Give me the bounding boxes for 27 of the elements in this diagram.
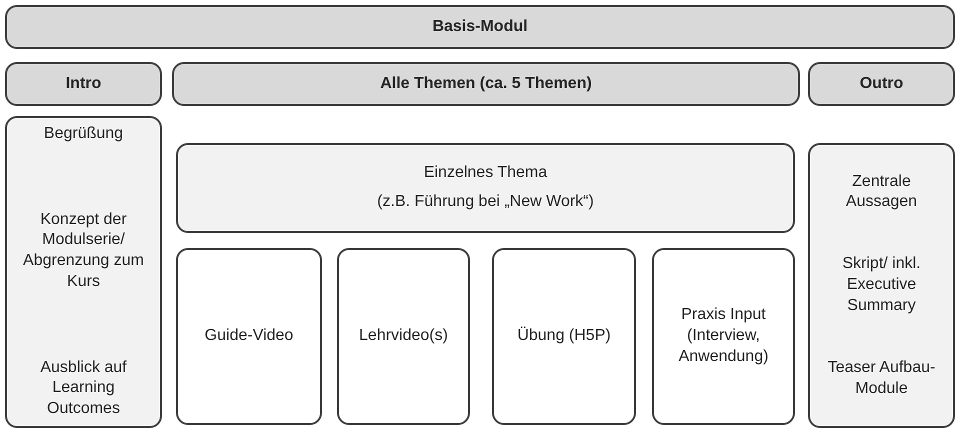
section-header-box [172,62,800,106]
content-box [652,248,795,425]
label-text: Guide-Video [204,326,294,346]
label-text: Einzelnes Thema [424,163,548,184]
label-text: Alle Themen (ca. 5 Themen) [380,74,592,94]
label-text: Konzept der Modulserie/ Abgrenzung zum Kurs [22,210,145,292]
label-text: Zentrale Aussagen [844,172,918,212]
section-header-box [5,62,162,106]
label-text: (z.B. Führung bei „New Work“) [377,192,594,212]
content-box [492,248,636,425]
label-text: Lehrvideo(s) [359,326,448,346]
content-panel [808,143,955,428]
label-text: Teaser Aufbau-Module [826,358,936,399]
label-text: Outro [860,74,904,94]
label-text: Begrüßung [44,124,124,144]
content-panel [5,116,162,428]
content-box [337,248,470,425]
content-box [176,248,322,425]
section-header-box [808,62,955,106]
module-header-bar [5,5,955,49]
label-text: Praxis Input (Interview, Anwendung) [678,305,770,367]
label-text: Skript/ inkl. Executive Summary [841,254,922,316]
label-text: Ausblick auf Learning Outcomes [39,358,128,420]
label-text: Übung (H5P) [517,326,611,346]
label-text: Intro [66,74,102,94]
label-text: Basis-Modul [432,16,528,37]
topic-box [176,143,795,233]
